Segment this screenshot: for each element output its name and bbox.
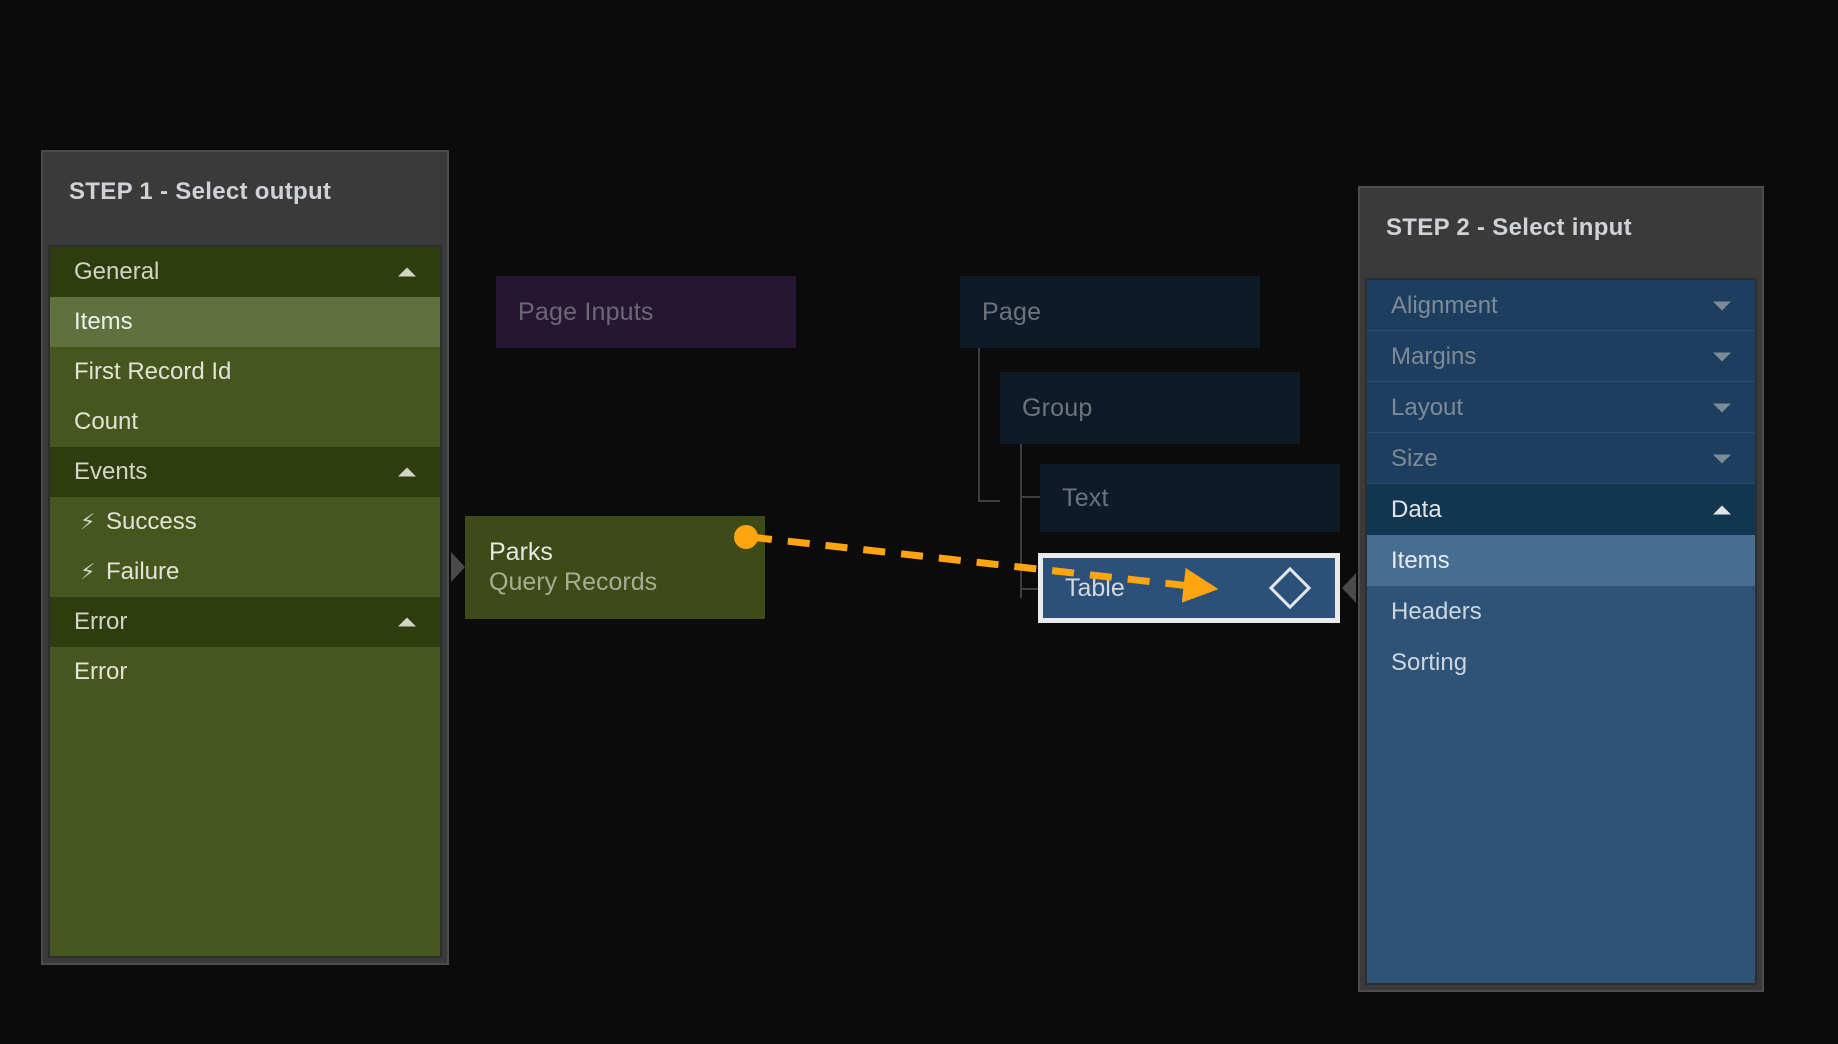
input-item-sorting[interactable]: Sorting bbox=[1367, 637, 1755, 688]
node-group-label: Group bbox=[1022, 393, 1093, 422]
step-2-panel: STEP 2 - Select input Alignment Margins … bbox=[1358, 186, 1764, 992]
node-page-inputs-label: Page Inputs bbox=[518, 297, 654, 326]
chevron-down-icon[interactable] bbox=[1713, 352, 1731, 361]
group-header-layout[interactable]: Layout bbox=[1367, 382, 1755, 433]
tree-connector-page-group-elbow bbox=[978, 500, 1000, 502]
input-item-headers-label: Headers bbox=[1391, 597, 1482, 625]
input-item-headers[interactable]: Headers bbox=[1367, 586, 1755, 637]
output-item-count-label: Count bbox=[74, 408, 139, 435]
group-header-general[interactable]: General bbox=[50, 247, 440, 297]
output-item-success-label: Success bbox=[106, 508, 197, 535]
row-divider bbox=[1367, 483, 1755, 484]
node-text-label: Text bbox=[1062, 483, 1109, 512]
tree-connector-group-children bbox=[1020, 444, 1022, 598]
tree-connector-group-text-elbow bbox=[1020, 496, 1042, 498]
group-header-general-label: General bbox=[74, 258, 160, 285]
tree-connector-page-group bbox=[978, 348, 980, 501]
output-item-items-label: Items bbox=[74, 308, 133, 335]
node-parks[interactable]: Parks Query Records bbox=[465, 516, 765, 619]
node-table-label: Table bbox=[1065, 573, 1125, 602]
group-header-data[interactable]: Data bbox=[1367, 484, 1755, 535]
output-item-items[interactable]: Items bbox=[50, 297, 440, 347]
output-item-first-record-id[interactable]: First Record Id bbox=[50, 347, 440, 397]
node-parks-subtitle: Query Records bbox=[489, 567, 658, 596]
step-1-list[interactable]: General Items First Record Id Count Even… bbox=[48, 245, 442, 958]
output-item-success[interactable]: ⚡ Success bbox=[50, 497, 440, 547]
output-item-first-record-id-label: First Record Id bbox=[74, 358, 232, 385]
lightning-bolt-icon: ⚡ bbox=[80, 509, 96, 534]
node-page[interactable]: Page bbox=[960, 276, 1260, 348]
chevron-down-icon[interactable] bbox=[1713, 403, 1731, 412]
group-header-alignment-label: Alignment bbox=[1391, 291, 1498, 319]
output-item-failure-label: Failure bbox=[106, 558, 180, 585]
row-divider bbox=[1367, 432, 1755, 433]
group-header-alignment[interactable]: Alignment bbox=[1367, 280, 1755, 331]
row-divider bbox=[1367, 381, 1755, 382]
group-header-margins[interactable]: Margins bbox=[1367, 331, 1755, 382]
chevron-up-icon[interactable] bbox=[398, 267, 416, 277]
node-parks-input-socket[interactable] bbox=[451, 552, 465, 582]
chevron-up-icon[interactable] bbox=[398, 617, 416, 627]
group-header-events[interactable]: Events bbox=[50, 447, 440, 497]
group-header-size[interactable]: Size bbox=[1367, 433, 1755, 484]
output-item-error[interactable]: Error bbox=[50, 647, 440, 697]
group-header-data-label: Data bbox=[1391, 495, 1442, 523]
input-item-sorting-label: Sorting bbox=[1391, 648, 1468, 676]
output-item-count[interactable]: Count bbox=[50, 397, 440, 447]
group-header-size-label: Size bbox=[1391, 444, 1438, 472]
node-page-inputs[interactable]: Page Inputs bbox=[496, 276, 796, 348]
output-item-error-label: Error bbox=[74, 658, 128, 685]
node-parks-title: Parks bbox=[489, 538, 553, 566]
chevron-down-icon[interactable] bbox=[1713, 301, 1731, 310]
group-header-layout-label: Layout bbox=[1391, 393, 1464, 421]
step-1-panel: STEP 1 - Select output General Items Fir… bbox=[41, 150, 449, 965]
node-group[interactable]: Group bbox=[1000, 372, 1300, 444]
step-2-list[interactable]: Alignment Margins Layout Size Data bbox=[1365, 278, 1757, 985]
chevron-down-icon[interactable] bbox=[1713, 454, 1731, 463]
group-header-margins-label: Margins bbox=[1391, 342, 1477, 370]
node-text[interactable]: Text bbox=[1040, 464, 1340, 532]
group-header-error-label: Error bbox=[74, 608, 128, 635]
step-2-list-filler bbox=[1367, 688, 1755, 983]
step-1-title: STEP 1 - Select output bbox=[69, 178, 332, 205]
diamond-icon bbox=[1268, 566, 1312, 610]
chevron-up-icon[interactable] bbox=[398, 467, 416, 477]
group-header-error[interactable]: Error bbox=[50, 597, 440, 647]
input-item-items-label: Items bbox=[1391, 546, 1450, 574]
lightning-bolt-icon: ⚡ bbox=[80, 559, 96, 584]
node-table[interactable]: Table bbox=[1038, 553, 1340, 623]
step-2-title: STEP 2 - Select input bbox=[1386, 214, 1632, 241]
node-table-input-socket[interactable] bbox=[1342, 573, 1356, 603]
chevron-up-icon[interactable] bbox=[1713, 505, 1731, 514]
row-divider bbox=[1367, 330, 1755, 331]
input-item-items[interactable]: Items bbox=[1367, 535, 1755, 586]
group-header-events-label: Events bbox=[74, 458, 148, 485]
step-1-list-filler bbox=[50, 697, 440, 956]
node-page-label: Page bbox=[982, 297, 1042, 326]
output-item-failure[interactable]: ⚡ Failure bbox=[50, 547, 440, 597]
